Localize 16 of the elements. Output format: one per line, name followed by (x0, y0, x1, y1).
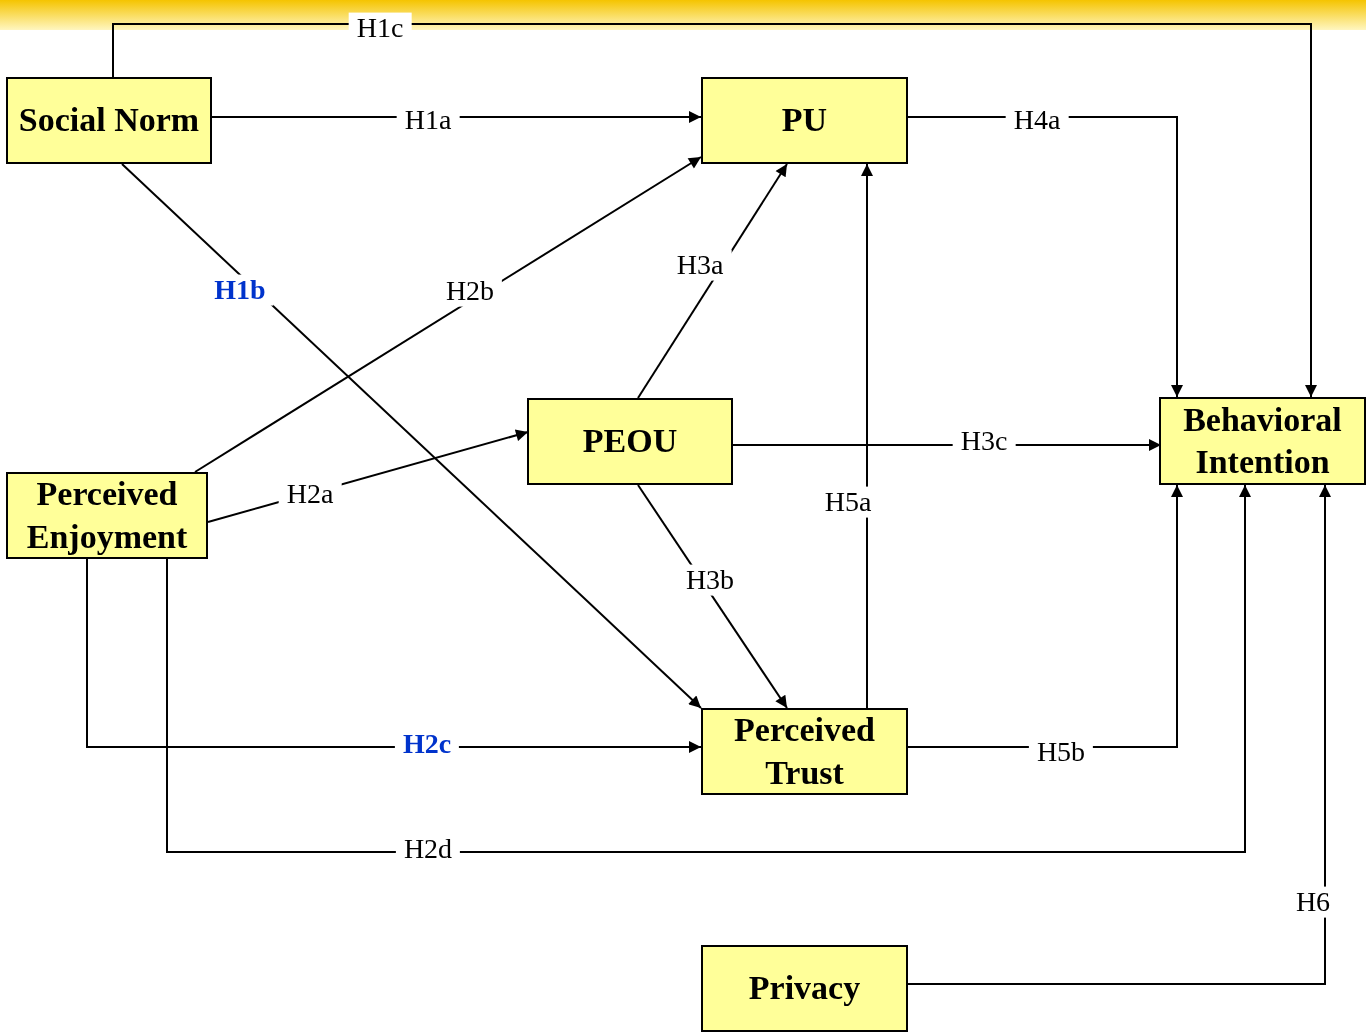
construct-box: Behavioral Intention (1159, 397, 1366, 485)
arrow (194, 156, 702, 473)
arrow (86, 558, 702, 753)
construct-box: PU (701, 77, 908, 164)
arrow (907, 116, 1183, 398)
arrow (861, 163, 873, 709)
arrow (907, 484, 1183, 748)
arrow (907, 484, 1331, 985)
construct-box: Perceived Trust (701, 708, 908, 795)
construct-box: Social Norm (6, 77, 212, 164)
arrow (166, 484, 1251, 853)
arrow (112, 23, 1317, 398)
construct-box: Privacy (701, 945, 908, 1032)
construct-box: Perceived Enjoyment (6, 472, 208, 559)
arrow (121, 163, 702, 709)
construct-box: PEOU (527, 398, 733, 485)
